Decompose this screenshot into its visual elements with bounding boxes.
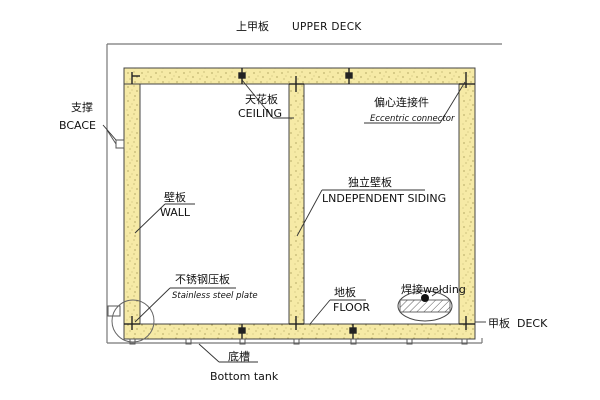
leader-floor xyxy=(309,299,331,325)
stainless-label-cn: 不锈钢压板 xyxy=(175,272,230,286)
ceiling-joint-4 xyxy=(345,68,353,84)
brace-label-en: BCACE xyxy=(59,119,96,132)
bottom-tank-supports xyxy=(129,338,468,345)
floor-joint-1 xyxy=(124,316,140,330)
ceiling-joint-1 xyxy=(131,72,140,84)
ceiling-label-cn: 天花板 xyxy=(245,92,278,106)
welding-label-cn: 焊接 xyxy=(401,282,423,296)
wall-label-cn: 壁板 xyxy=(164,190,186,204)
siding-label-cn: 独立壁板 xyxy=(348,175,392,189)
bottom-tank-label-cn: 底槽 xyxy=(228,349,250,363)
panel-joints xyxy=(124,68,475,339)
eccentric-label-en: Eccentric connector xyxy=(370,114,455,124)
floor-label-en: FLOOR xyxy=(333,301,370,314)
eccentric-label-cn: 偏心连接件 xyxy=(374,95,429,109)
leader-siding xyxy=(296,189,323,237)
leader-stainless xyxy=(134,287,171,323)
floor-label-cn: 地板 xyxy=(334,285,356,299)
deck-label-cn: 甲板 xyxy=(488,316,510,330)
welding-label-en: welding xyxy=(423,283,466,296)
ceiling-label-en: CEILING xyxy=(238,107,282,120)
floor-joint-3 xyxy=(289,316,304,330)
stainless-detail-circle xyxy=(111,299,155,343)
brace xyxy=(106,129,125,317)
ceiling-joint-5 xyxy=(459,72,475,88)
upper-deck-label-cn: 上甲板 xyxy=(236,19,269,33)
leader-welding xyxy=(431,288,443,297)
wall-label-en: WALL xyxy=(160,206,191,219)
floor-joint-4 xyxy=(349,324,357,339)
leader-brace xyxy=(102,124,117,141)
leader-ceiling xyxy=(241,79,274,119)
floor-joint-2 xyxy=(238,324,246,339)
leader-bottom-tank xyxy=(198,343,220,363)
stainless-label-en: Stainless steel plate xyxy=(172,291,258,301)
leader-wall xyxy=(134,203,166,234)
brace-label-cn: 支撑 xyxy=(71,100,93,114)
leader-lines xyxy=(102,79,486,363)
upper-deck-label-en: UPPER DECK xyxy=(292,21,362,33)
floor-panel xyxy=(123,323,476,340)
bottom-tank-label-en: Bottom tank xyxy=(210,370,279,383)
welding-detail xyxy=(397,290,453,322)
siding-label-en: LNDEPENDENT SIDING xyxy=(322,192,446,205)
ceiling-joint-3 xyxy=(289,76,304,92)
deck-label-en: DECK xyxy=(517,317,548,330)
ceiling-joint-2 xyxy=(238,68,246,84)
floor-joint-5 xyxy=(459,316,475,330)
ceiling-panel xyxy=(123,67,476,85)
left-wall-panel xyxy=(123,83,141,325)
middle-siding-panel xyxy=(288,83,305,325)
leader-eccentric xyxy=(439,81,466,124)
